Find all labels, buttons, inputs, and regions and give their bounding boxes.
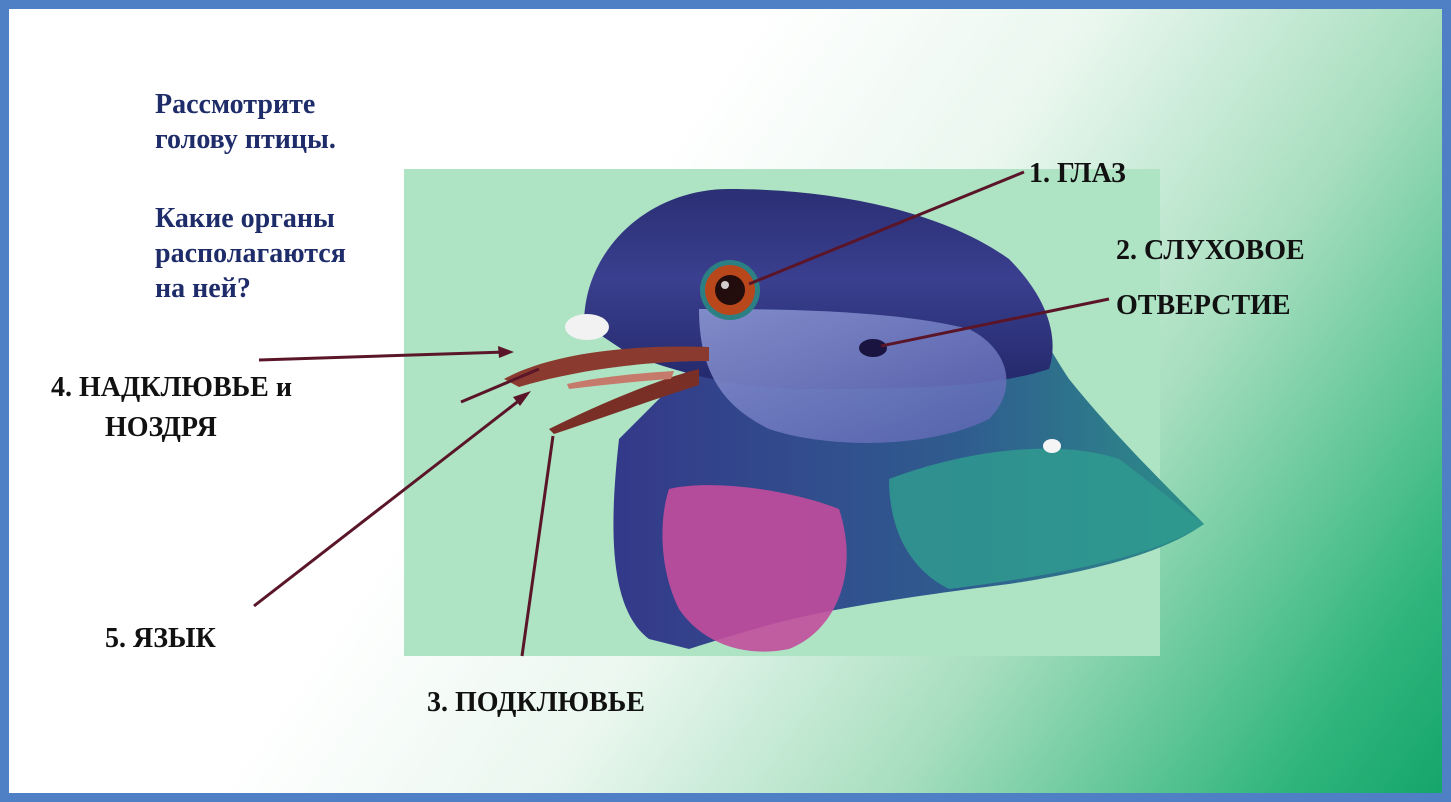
arrowhead-upper-beak bbox=[498, 346, 514, 358]
label-upper-beak: 4. НАДКЛЮВЬЕ и НОЗДРЯ bbox=[51, 368, 292, 448]
pointer-nostril bbox=[461, 369, 539, 402]
cere-patch bbox=[565, 314, 609, 340]
slide: Рассмотрите голову птицы. Какие органы р… bbox=[9, 9, 1442, 793]
ear-opening bbox=[859, 339, 887, 357]
label-tongue: 5. ЯЗЫК bbox=[105, 619, 216, 659]
pointer-lower-beak bbox=[522, 436, 553, 656]
label-eye: 1. ГЛАЗ bbox=[1029, 154, 1126, 194]
label-ear-line-2: ОТВЕРСТИЕ bbox=[1116, 286, 1305, 326]
pointer-tongue bbox=[254, 396, 525, 606]
neck-teal-patch bbox=[889, 449, 1204, 589]
label-upper-beak-line-2: НОЗДРЯ bbox=[51, 408, 292, 448]
label-upper-beak-line-1: 4. НАДКЛЮВЬЕ и bbox=[51, 368, 292, 408]
label-lower-beak: 3. ПОДКЛЮВЬЕ bbox=[427, 683, 645, 723]
pointer-upper-beak bbox=[259, 352, 506, 360]
neck-white-spot bbox=[1043, 439, 1061, 453]
bird-head-illustration bbox=[504, 189, 1204, 652]
label-ear-line-1: 2. СЛУХОВОЕ bbox=[1116, 231, 1305, 271]
label-ear-opening: 2. СЛУХОВОЕ ОТВЕРСТИЕ bbox=[1116, 231, 1305, 326]
bird-eye bbox=[700, 260, 760, 320]
